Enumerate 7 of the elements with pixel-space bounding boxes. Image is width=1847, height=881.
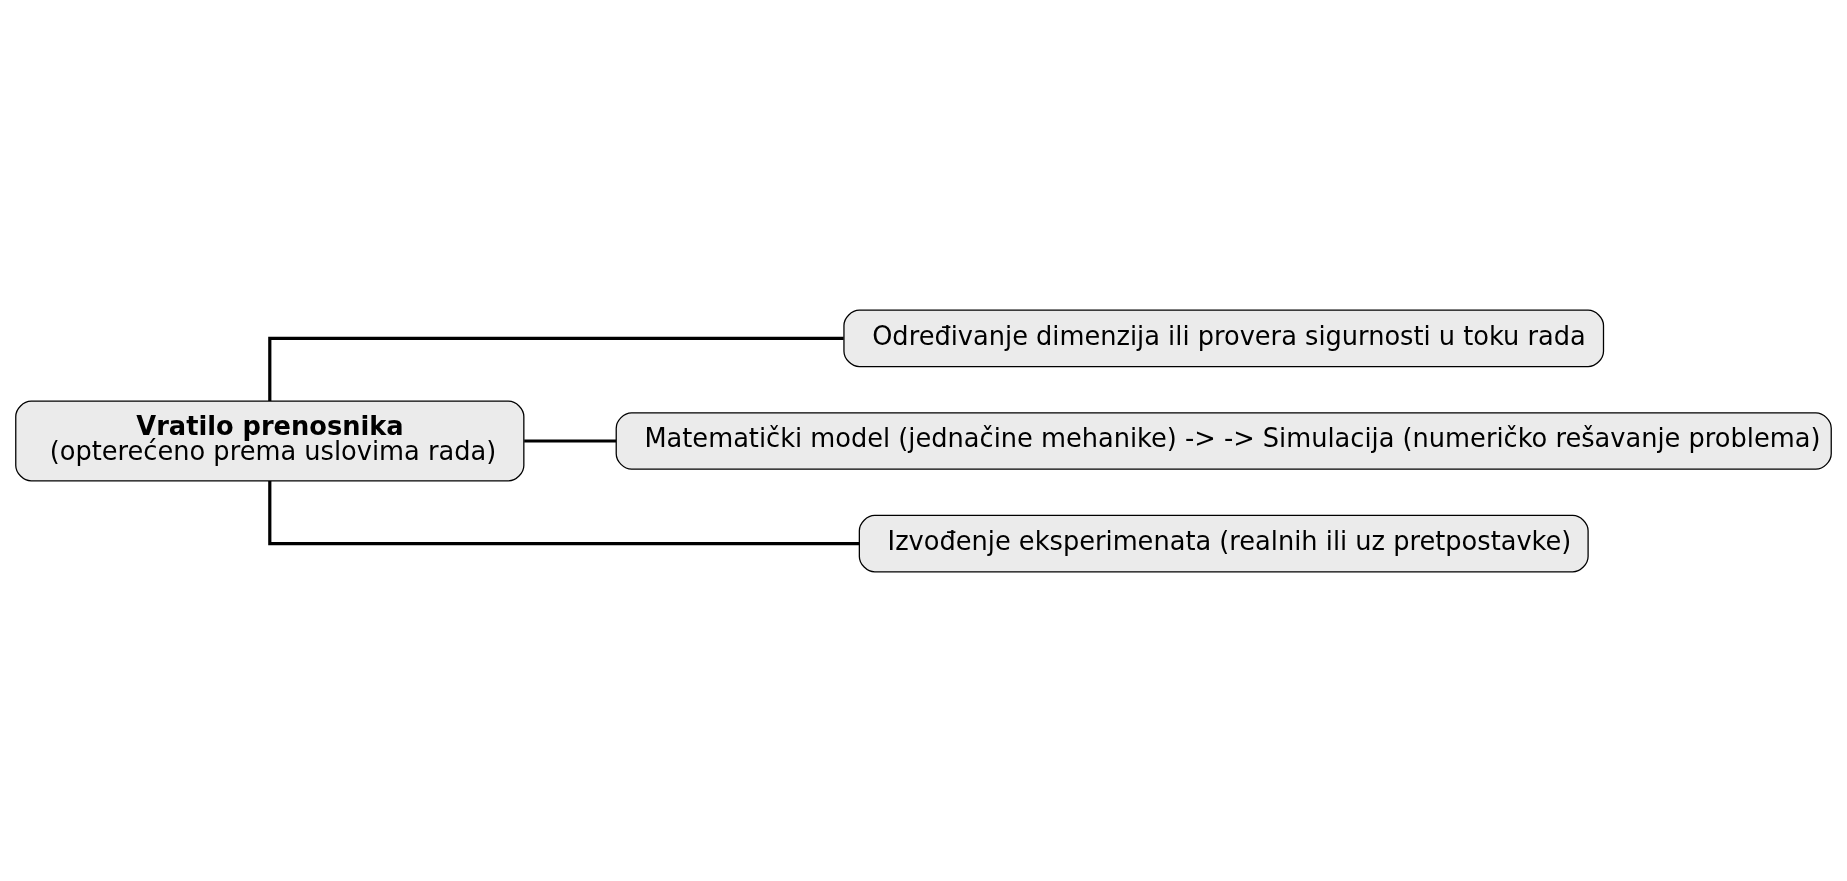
- node-box: Matematički model (jednačine mehanike) -> -> Simulacija (numeričko rešavanje problema): [615, 411, 1832, 470]
- node-box: Određivanje dimenzija ili provera sigurnosti u toku rada: [843, 309, 1605, 367]
- connector: [268, 480, 860, 545]
- node-box: Izvođenje eksperimenata (realnih ili uz pretpostavke): [858, 514, 1589, 572]
- connector: [268, 336, 844, 401]
- connector: [524, 438, 617, 443]
- node-box: Vratilo prenosnika (opterećeno prema uslovima rada): [15, 400, 525, 481]
